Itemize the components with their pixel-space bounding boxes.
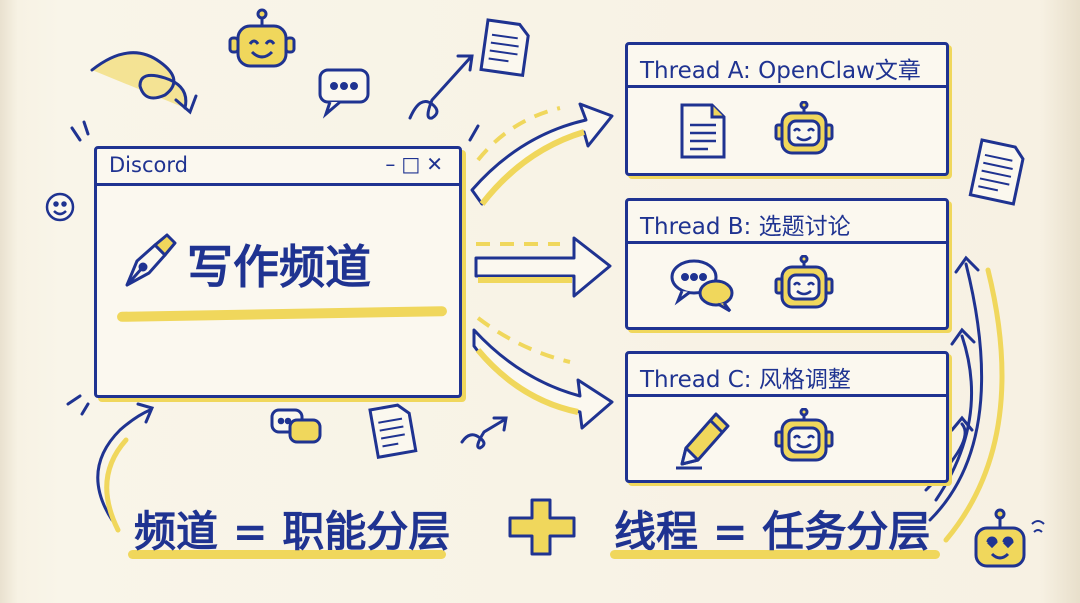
footer-left-text: 频道 = 职能分层 (134, 507, 451, 556)
plus-icon (508, 498, 576, 556)
squiggle-arrow-icon (460, 416, 508, 450)
smiley-icon (45, 192, 75, 222)
curly-arrow-icon (90, 51, 198, 115)
thread-b-card[interactable]: Thread B: 选题讨论 (625, 198, 949, 330)
footer-right-text: 线程 = 任务分层 (614, 507, 931, 556)
footer-right-highlight (610, 550, 940, 559)
robot-icon (774, 408, 834, 462)
channel-highlight (116, 306, 448, 322)
pencil-icon (676, 412, 730, 470)
thread-a-card[interactable]: Thread A: OpenClaw文章 (625, 42, 949, 176)
fountain-pen-icon (125, 233, 177, 287)
discord-window: Discord –□✕ 写作频道 (94, 146, 462, 398)
thread-c-label: Thread C: 风格调整 (640, 367, 851, 393)
channel-name: 写作频道 (187, 240, 371, 294)
arrow-to-thread-b (474, 236, 612, 298)
squiggle-arrow-icon (408, 54, 474, 120)
robot-icon (774, 255, 834, 309)
chat-bubbles-icon (670, 259, 734, 313)
window-titlebar: Discord –□✕ (97, 149, 459, 186)
robot-icon (228, 8, 296, 68)
thread-b-header: Thread B: 选题讨论 (628, 201, 946, 244)
thread-a-header: Thread A: OpenClaw文章 (628, 45, 946, 88)
footer-left-highlight (128, 550, 446, 559)
document-icon (968, 138, 1025, 206)
thread-b-label: Thread B: 选题讨论 (640, 214, 851, 240)
arrow-to-thread-a (470, 102, 614, 206)
document-icon (479, 18, 530, 78)
thread-c-card[interactable]: Thread C: 风格调整 (625, 351, 949, 483)
chat-bubble-icon (318, 68, 370, 119)
robot-heart-eyes-icon (974, 508, 1045, 568)
thread-a-label: Thread A: OpenClaw文章 (640, 58, 921, 84)
curved-arrow-up-icon (96, 402, 155, 533)
thread-c-header: Thread C: 风格调整 (628, 354, 946, 397)
robot-icon (774, 101, 834, 155)
chat-bubble-icon (270, 408, 322, 444)
window-controls[interactable]: –□✕ (385, 152, 449, 176)
document-icon (680, 103, 726, 159)
motion-lines-icon (66, 120, 480, 416)
arrow-to-thread-c (472, 316, 614, 430)
document-icon (368, 403, 418, 460)
window-title: Discord (109, 153, 188, 177)
